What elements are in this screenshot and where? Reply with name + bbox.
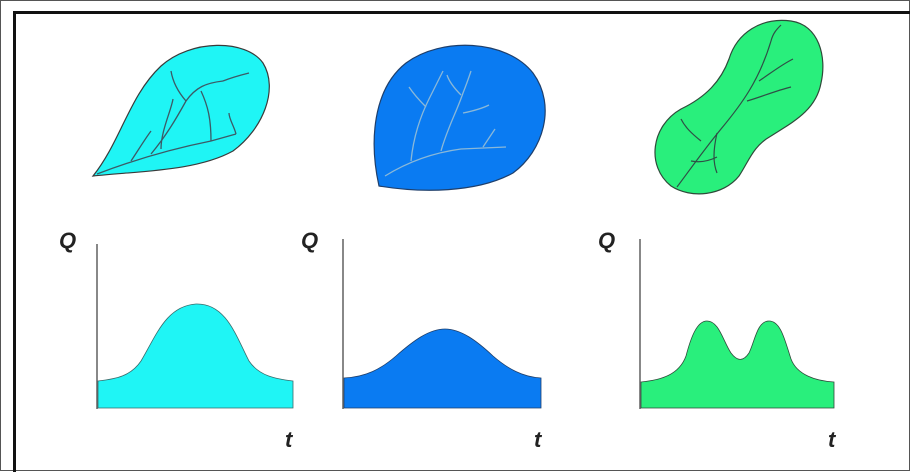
hydrograph-cyan: Q t bbox=[59, 228, 294, 452]
watershed-green-outline bbox=[654, 19, 824, 195]
figure-inner-border bbox=[13, 11, 910, 472]
hydrograph-blue-area bbox=[343, 328, 542, 409]
hydrograph-cyan-y-label: Q bbox=[59, 228, 76, 253]
hydrograph-blue: Q t bbox=[301, 228, 543, 452]
watershed-blue-streams bbox=[384, 70, 507, 177]
watershed-blue-outline bbox=[373, 44, 546, 191]
hydrograph-cyan-area bbox=[97, 303, 294, 409]
hydrograph-green-y-label: Q bbox=[598, 228, 615, 253]
hydrograph-blue-x-label: t bbox=[534, 427, 543, 452]
watershed-green bbox=[654, 19, 824, 195]
watershed-blue bbox=[373, 44, 546, 191]
hydrograph-green-area bbox=[640, 320, 835, 409]
hydrograph-cyan-x-label: t bbox=[285, 427, 294, 452]
hydrograph-blue-y-label: Q bbox=[301, 228, 318, 253]
watershed-cyan-streams bbox=[96, 70, 250, 175]
hydrograph-green-x-label: t bbox=[828, 427, 837, 452]
watershed-green-streams bbox=[676, 24, 794, 188]
hydrograph-green: Q t bbox=[598, 228, 837, 452]
watershed-cyan bbox=[91, 44, 270, 177]
